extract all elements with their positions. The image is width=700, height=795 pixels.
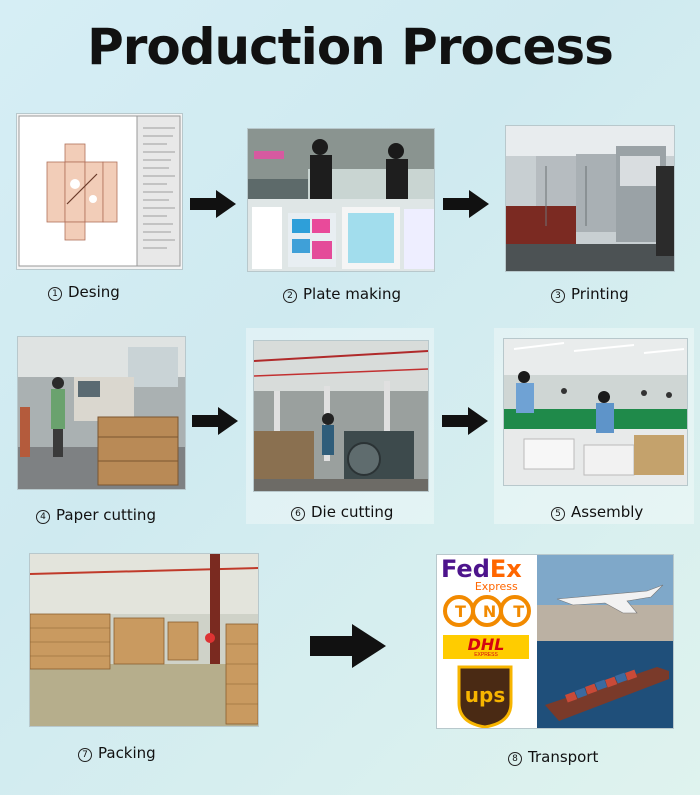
step-caption-die-cutting: 6 Die cutting <box>291 503 393 521</box>
arrow-right-icon <box>443 190 489 218</box>
page-title: Production Process <box>87 18 614 76</box>
step-caption-transport: 8 Transport <box>508 748 598 766</box>
step-label: Assembly <box>571 503 644 521</box>
step-number-badge: 6 <box>291 507 305 521</box>
step-caption-assembly: 5 Assembly <box>551 503 643 521</box>
step-caption-packing: 7 Packing <box>78 744 156 762</box>
ups-logo: ups <box>459 683 511 707</box>
arrow-right-icon <box>192 407 238 435</box>
step-label: Die cutting <box>311 503 394 521</box>
step-number-badge: 7 <box>78 748 92 762</box>
step-number-badge: 4 <box>36 510 50 524</box>
design-screenshot <box>16 113 183 270</box>
step-label: Printing <box>571 285 629 303</box>
step-number-badge: 3 <box>551 289 565 303</box>
step-number-badge: 8 <box>508 752 522 766</box>
step-label: Paper cutting <box>56 506 156 524</box>
step-label: Transport <box>528 748 599 766</box>
fedex-logo: FedEx Express <box>441 557 522 592</box>
fedex-fed-text: Fed <box>441 555 490 583</box>
dhl-text: DHL <box>467 635 505 654</box>
warehouse-photo <box>29 553 259 727</box>
tnt-text: TNT <box>455 602 542 621</box>
arrow-right-icon <box>442 407 488 435</box>
plate-making-photo <box>247 128 435 272</box>
step-caption-plate-making: 2 Plate making <box>283 285 401 303</box>
shipping-logos-photo: FedEx Express TNT DHL EXPRESS ups <box>436 554 674 729</box>
step-number-badge: 5 <box>551 507 565 521</box>
printing-press-photo <box>505 125 675 272</box>
paper-cutting-photo <box>17 336 186 490</box>
step-label: Plate making <box>303 285 401 303</box>
ups-text: ups <box>464 683 506 707</box>
assembly-photo <box>503 338 688 486</box>
arrow-right-icon <box>190 190 236 218</box>
step-number-badge: 2 <box>283 289 297 303</box>
die-cutting-photo <box>253 340 429 492</box>
step-number-badge: 1 <box>48 287 62 301</box>
step-caption-desing: 1 Desing <box>48 283 120 301</box>
arrow-right-icon <box>310 624 386 668</box>
step-caption-printing: 3 Printing <box>551 285 629 303</box>
fedex-ex-text: Ex <box>489 555 522 583</box>
fedex-express-text: Express <box>474 580 518 593</box>
dhl-logo: DHL EXPRESS <box>443 635 529 658</box>
step-label: Desing <box>68 283 120 301</box>
step-caption-paper-cutting: 4 Paper cutting <box>36 506 156 524</box>
step-label: Packing <box>98 744 156 762</box>
dhl-express-text: EXPRESS <box>474 652 498 658</box>
